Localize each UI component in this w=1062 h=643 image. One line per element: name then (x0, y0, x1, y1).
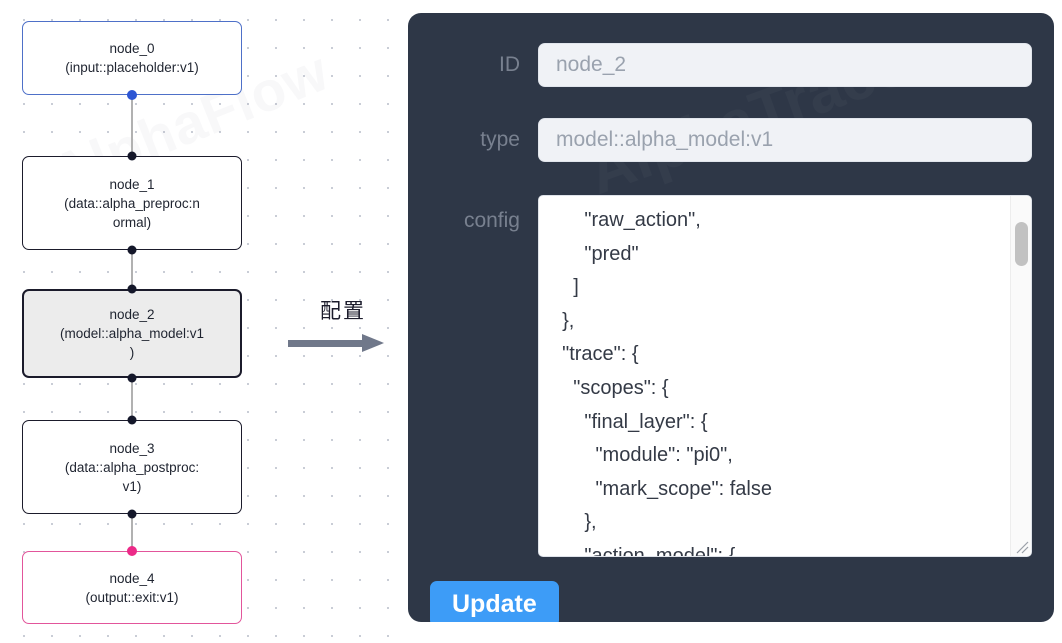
type-input[interactable]: model::alpha_model:v1 (538, 118, 1032, 162)
graph-node-node_2[interactable]: node_2 (model::alpha_model:v1 ) (22, 289, 242, 378)
config-textarea-wrapper[interactable]: "raw_action", "pred" ] }, "trace": { "sc… (538, 195, 1032, 557)
graph-node-node_0[interactable]: node_0 (input::placeholder:v1) (22, 21, 242, 95)
transition-label: 配置 (320, 300, 366, 323)
graph-node-node_4[interactable]: node_4 (output::exit:v1) (22, 551, 242, 624)
id-field-label: ID (499, 53, 520, 76)
config-scrollbar-thumb[interactable] (1015, 222, 1028, 266)
handle-node_0-bottom[interactable] (127, 90, 137, 100)
graph-node-label: node_3 (data::alpha_postproc: v1) (64, 440, 200, 494)
edge-node_3-to-node_4[interactable] (131, 514, 133, 551)
edge-node_1-to-node_2[interactable] (131, 250, 133, 289)
graph-node-node_3[interactable]: node_3 (data::alpha_postproc: v1) (22, 420, 242, 514)
id-field-row: ID node_2 (430, 43, 1032, 87)
handle-node_2-top[interactable] (127, 284, 137, 294)
type-field-label: type (480, 128, 520, 151)
flow-graph-canvas[interactable]: AlphaFlow node_0 (input::placeholder:v1)… (0, 0, 400, 643)
handle-node_1-bottom[interactable] (127, 245, 137, 255)
resize-handle-icon[interactable] (1013, 538, 1030, 555)
config-scrollbar[interactable] (1010, 196, 1031, 556)
handle-node_1-top[interactable] (127, 151, 137, 161)
edge-node_0-to-node_1[interactable] (131, 95, 133, 156)
edge-node_2-to-node_3[interactable] (131, 378, 133, 420)
config-field-row: config "raw_action", "pred" ] }, "trace"… (430, 195, 1032, 557)
transition-annotation: 配置 (286, 295, 396, 352)
handle-node_3-top[interactable] (127, 415, 137, 425)
handle-node_3-bottom[interactable] (127, 509, 137, 519)
handle-node_4-top[interactable] (127, 546, 137, 556)
arrow-head (362, 334, 384, 352)
graph-node-label: node_4 (output::exit:v1) (85, 570, 179, 605)
update-button[interactable]: Update (430, 581, 559, 622)
graph-node-label: node_0 (input::placeholder:v1) (65, 41, 199, 75)
graph-node-node_1[interactable]: node_1 (data::alpha_preproc:n ormal) (22, 156, 242, 250)
config-field-label: config (463, 209, 520, 232)
graph-node-label: node_1 (data::alpha_preproc:n ormal) (64, 176, 200, 230)
graph-node-label: node_2 (model::alpha_model:v1 ) (59, 307, 205, 360)
arrow-shaft (288, 340, 366, 347)
config-textarea[interactable]: "raw_action", "pred" ] }, "trace": { "sc… (562, 209, 772, 556)
node-inspector-panel: AlphaTrace ID node_2 type model::alpha_m… (408, 13, 1054, 622)
id-input[interactable]: node_2 (538, 43, 1032, 87)
arrow-right-icon (286, 334, 396, 352)
handle-node_2-bottom[interactable] (127, 373, 137, 383)
type-field-row: type model::alpha_model:v1 (430, 118, 1032, 162)
